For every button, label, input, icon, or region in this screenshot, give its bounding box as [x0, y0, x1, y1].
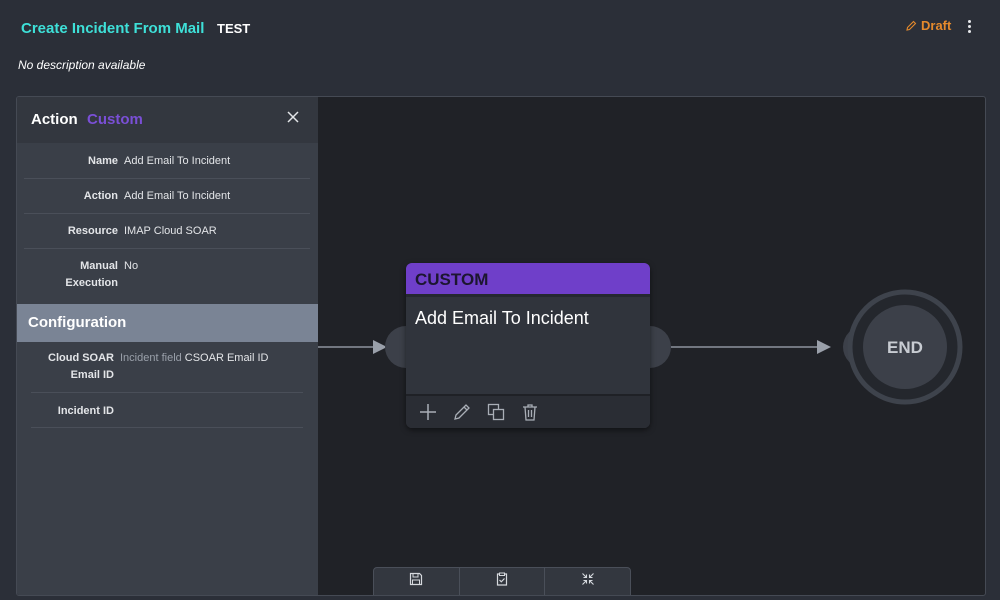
end-node[interactable]: END [847, 289, 963, 405]
playbook-description: No description available [18, 58, 146, 72]
flow-connectors: END [318, 289, 963, 405]
detail-row-resource: Resource IMAP Cloud SOAR [24, 214, 310, 249]
header: Create Incident From Mail TEST Draft No … [0, 0, 1000, 90]
action-details: Name Add Email To Incident Action Add Em… [24, 144, 310, 304]
panel-heading: Action [31, 111, 78, 128]
validate-button[interactable] [460, 568, 546, 595]
copy-icon[interactable] [485, 401, 507, 423]
playbook-title: Create Incident From Mail [21, 20, 205, 37]
workspace: END Action Custom Name Add Email To Inci… [16, 96, 986, 596]
node-title: Add Email To Incident [415, 308, 589, 328]
detail-row-action: Action Add Email To Incident [24, 179, 310, 214]
panel-header: Action Custom [17, 97, 318, 143]
draft-status-label: Draft [921, 18, 952, 33]
node-body: Add Email To Incident [406, 300, 650, 391]
pencil-icon [906, 20, 917, 31]
end-node-label: END [887, 338, 923, 357]
trash-icon[interactable] [519, 401, 541, 423]
connector-to-end [650, 326, 864, 368]
node-toolbar [406, 394, 650, 428]
plus-icon[interactable] [417, 401, 439, 423]
field-value: CSOAR Email ID [184, 352, 269, 364]
detail-row-manual-execution: Manual Execution No [65, 260, 139, 289]
detail-row-name: Name Add Email To Incident [24, 144, 310, 179]
close-icon[interactable] [285, 109, 301, 125]
pencil-icon[interactable] [451, 401, 473, 423]
save-icon [410, 572, 423, 586]
action-type-label: Custom [87, 111, 143, 128]
more-options-icon[interactable] [962, 16, 976, 36]
environment-badge: TEST [217, 21, 251, 36]
action-node[interactable]: CUSTOM Add Email To Incident [406, 263, 650, 428]
config-row-incident-id: Incident ID [31, 393, 303, 428]
collapse-icon [581, 573, 594, 585]
configuration-header: Configuration [17, 304, 318, 342]
field-source-label: Incident field [120, 352, 182, 364]
action-details-panel: Action Custom Name Add Email To Incident… [17, 97, 318, 595]
node-type-header: CUSTOM [406, 263, 650, 297]
node-type-label: CUSTOM [415, 270, 489, 289]
clipboard-check-icon [496, 572, 508, 586]
draft-status-button[interactable]: Draft [905, 18, 951, 33]
collapse-button[interactable] [545, 568, 630, 595]
canvas-toolbar [373, 567, 631, 595]
connector-into-node [318, 326, 406, 368]
save-button[interactable] [374, 568, 460, 595]
